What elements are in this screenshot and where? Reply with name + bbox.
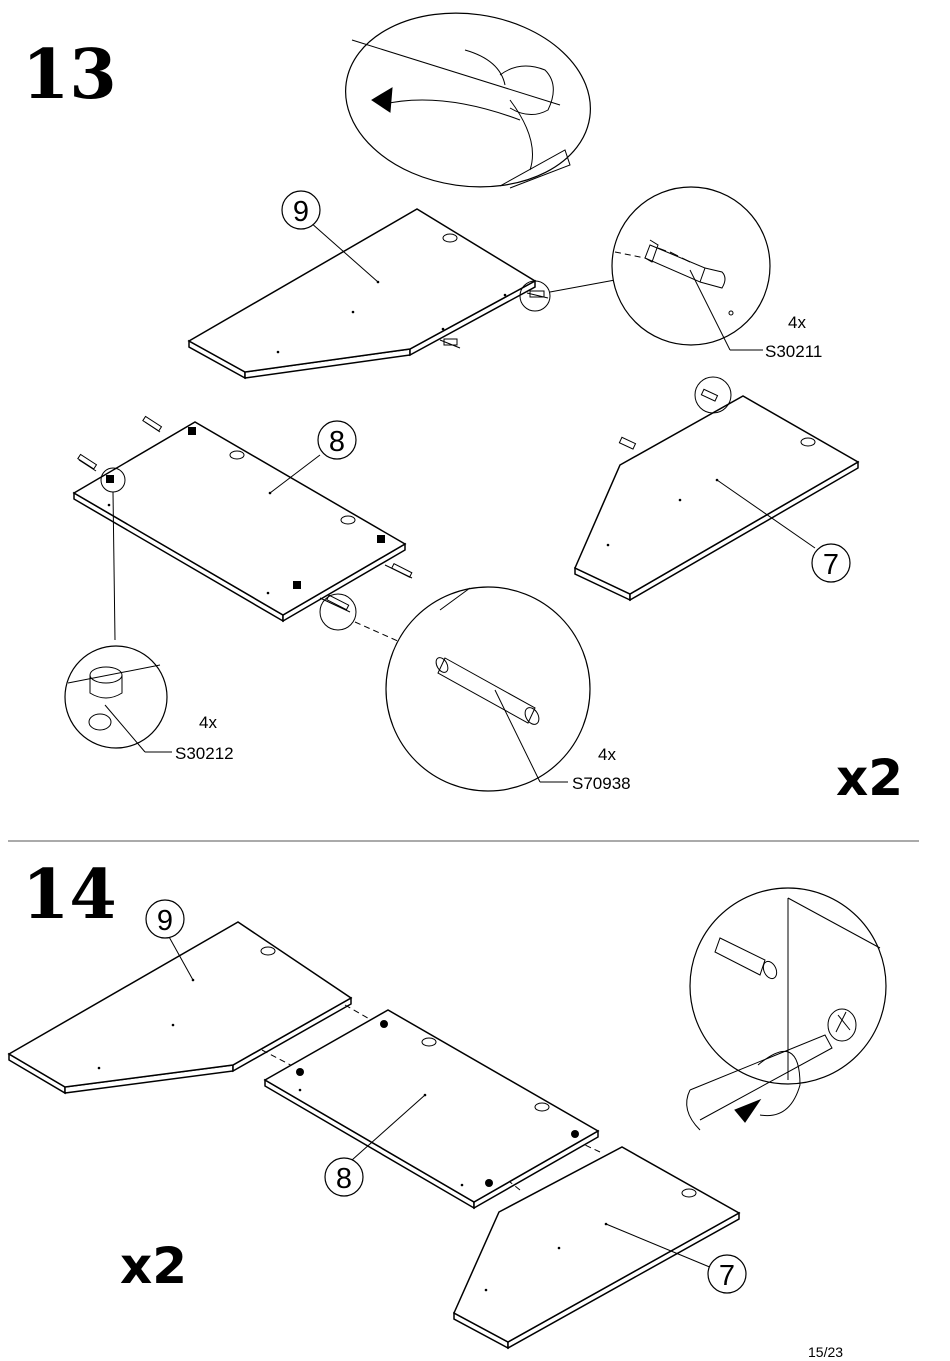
code-s30212: S30212 <box>175 744 234 763</box>
svg-text:7: 7 <box>719 1260 735 1292</box>
panel-8-step14 <box>265 1010 598 1208</box>
dowel-detail <box>320 587 590 791</box>
cam-bolt-detail <box>612 187 770 350</box>
svg-text:7: 7 <box>823 549 839 581</box>
screwdriver-detail <box>687 888 886 1130</box>
step-14-multiplier: x2 <box>120 1237 187 1295</box>
qty-s70938: 4x <box>598 745 616 764</box>
svg-text:8: 8 <box>336 1163 352 1195</box>
page-number: 15/23 <box>808 1344 843 1360</box>
qty-s30211: 4x <box>788 313 806 332</box>
peel-film-icon <box>334 0 602 202</box>
step-13-multiplier: x2 <box>836 749 903 807</box>
step-14-number: 14 <box>22 855 117 935</box>
callout-7-step14: 7 <box>708 1255 746 1293</box>
code-s70938: S70938 <box>572 774 631 793</box>
step-13-number: 13 <box>22 35 117 115</box>
qty-s30212: 4x <box>199 713 217 732</box>
code-s30211: S30211 <box>765 342 822 361</box>
callout-8-step13: 8 <box>318 421 356 459</box>
svg-text:8: 8 <box>329 426 345 458</box>
panel-8-top <box>74 416 412 621</box>
callout-7-step13: 7 <box>812 544 850 582</box>
svg-text:9: 9 <box>157 905 173 937</box>
callout-9-step13: 9 <box>282 191 320 229</box>
callout-9-step14: 9 <box>146 900 184 938</box>
callout-8-step14: 8 <box>325 1158 363 1196</box>
svg-text:9: 9 <box>293 196 309 228</box>
panel-9-top <box>189 209 535 378</box>
